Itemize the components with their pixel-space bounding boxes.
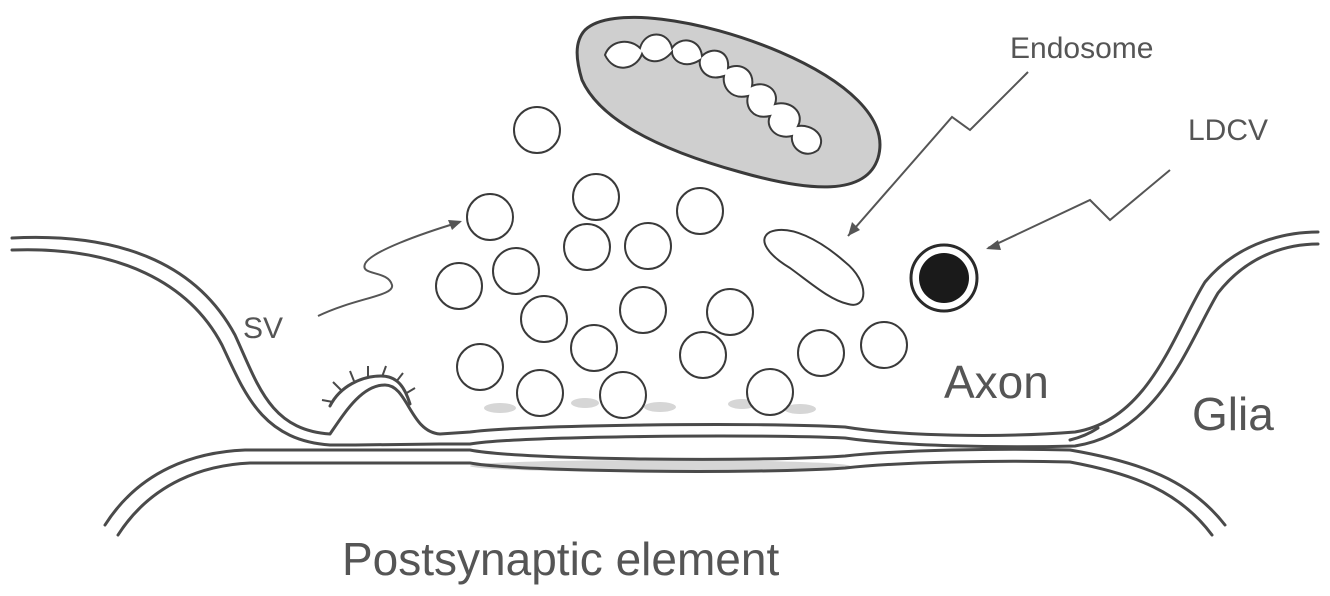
label-endosome: Endosome <box>1010 32 1153 65</box>
synaptic-vesicle <box>861 322 907 368</box>
label-sv: SV <box>243 312 283 345</box>
label-ldcv: LDCV <box>1188 114 1268 147</box>
sv-arrowhead <box>448 220 462 230</box>
synaptic-vesicle <box>707 289 753 335</box>
synaptic-vesicle <box>677 188 723 234</box>
synaptic-vesicle <box>521 296 567 342</box>
synaptic-vesicle <box>747 369 793 415</box>
synaptic-vesicle <box>514 107 560 153</box>
endosome <box>764 230 863 305</box>
label-axon: Axon <box>944 356 1049 408</box>
synaptic-vesicle <box>600 372 646 418</box>
synaptic-vesicle <box>571 325 617 371</box>
synaptic-vesicle <box>564 224 610 270</box>
synaptic-vesicle <box>625 223 671 269</box>
ldcv <box>911 245 977 311</box>
ldcv-pointer <box>988 170 1170 248</box>
synaptic-vesicle <box>620 287 666 333</box>
label-postsynaptic-element: Postsynaptic element <box>342 533 779 585</box>
synaptic-vesicle <box>436 263 482 309</box>
synaptic-vesicle <box>493 248 539 294</box>
axon-membrane <box>12 232 1318 447</box>
synaptic-vesicle <box>573 174 619 220</box>
mitochondrion <box>577 17 880 186</box>
ldcv-arrowhead <box>986 240 1001 250</box>
synaptic-vesicle <box>798 330 844 376</box>
sv-pointer <box>318 222 460 316</box>
label-glia: Glia <box>1192 388 1274 440</box>
synaptic-vesicle <box>680 332 726 378</box>
synaptic-vesicle <box>457 344 503 390</box>
coated-pit <box>322 366 415 406</box>
synaptic-vesicle <box>467 194 513 240</box>
synaptic-vesicle <box>517 370 563 416</box>
